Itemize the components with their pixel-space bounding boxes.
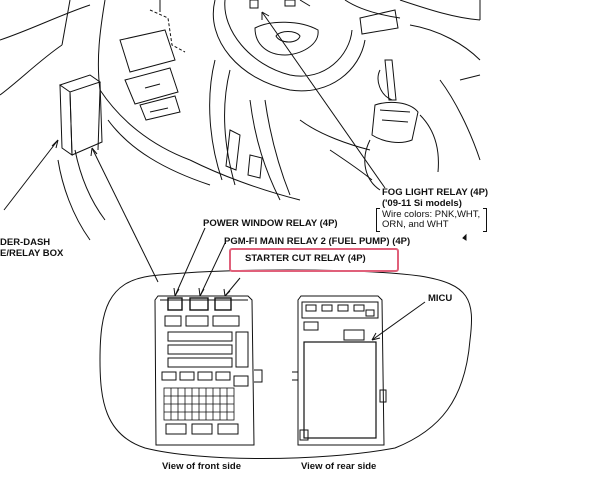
callout-ellipse	[99, 269, 473, 459]
pgm-fi-leader	[199, 242, 226, 297]
wire-note-bracket-right	[483, 208, 487, 232]
starter-cut-highlight-box	[229, 248, 399, 272]
under-dash-label-line1: DER-DASH	[0, 237, 51, 248]
callout-leader	[91, 147, 159, 283]
under-dash-leader	[3, 139, 59, 211]
fog-relay-leader	[261, 11, 386, 189]
fog-light-relay-label: FOG LIGHT RELAY (4P)	[382, 187, 489, 198]
fog-light-models-label: ('09-11 Si models)	[382, 198, 462, 209]
front-view-caption: View of front side	[162, 461, 242, 472]
micu-label: MICU	[428, 293, 453, 304]
under-dash-label-line2: E/RELAY BOX	[0, 248, 64, 259]
pgm-fi-main-relay-label: PGM-FI MAIN RELAY 2 (FUEL PUMP) (4P)	[224, 236, 411, 247]
power-window-relay-label: POWER WINDOW RELAY (4P)	[203, 218, 338, 229]
front-fuse-box	[154, 295, 263, 446]
wire-colors-line2: ORN, and WHT	[382, 219, 449, 230]
micu-leader	[371, 301, 426, 341]
power-window-leader	[174, 227, 206, 297]
starter-cut-relay-label: STARTER CUT RELAY (4P)	[245, 253, 366, 264]
wire-colors-line1: Wire colors: PNK,WHT,	[382, 209, 481, 220]
rear-view-caption: View of rear side	[301, 461, 377, 472]
relay-box-block	[58, 74, 103, 156]
wire-note-bracket-left	[376, 208, 380, 232]
rear-fuse-box	[292, 295, 387, 446]
dashboard-drawing	[0, 0, 481, 241]
